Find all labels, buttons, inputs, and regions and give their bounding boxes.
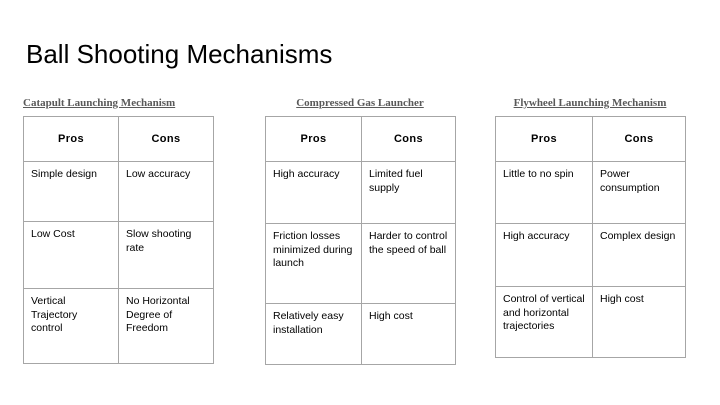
cell-pro: High accuracy — [495, 223, 593, 288]
cell-con: Harder to control the speed of ball — [361, 223, 456, 305]
cell-con: High cost — [592, 286, 686, 359]
table-row: Low Cost Slow shooting rate — [23, 221, 214, 290]
column-header-cons: Cons — [592, 116, 686, 163]
table-header-row: Pros Cons — [23, 116, 214, 163]
cell-con: Power consumption — [592, 161, 686, 225]
cell-con: Limited fuel supply — [361, 161, 456, 225]
cell-pro: Friction losses minimized during launch — [265, 223, 362, 305]
table-header-row: Pros Cons — [495, 116, 686, 163]
cell-pro: Little to no spin — [495, 161, 593, 225]
section-heading-flywheel: Flywheel Launching Mechanism — [513, 97, 667, 109]
section-flywheel: Flywheel Launching Mechanism Pros Cons L… — [495, 97, 686, 359]
cell-con: High cost — [361, 303, 456, 366]
table-header-row: Pros Cons — [265, 116, 456, 163]
cell-pro: Control of vertical and horizontal traje… — [495, 286, 593, 359]
table-row: Relatively easy installation High cost — [265, 303, 456, 366]
table-row: High accuracy Limited fuel supply — [265, 161, 456, 225]
cell-pro: Low Cost — [23, 221, 119, 290]
table-row: Vertical Trajectory control No Horizonta… — [23, 288, 214, 365]
cell-con: Complex design — [592, 223, 686, 288]
cell-con: No Horizontal Degree of Freedom — [118, 288, 214, 365]
cell-pro: Vertical Trajectory control — [23, 288, 119, 365]
column-header-pros: Pros — [495, 116, 593, 163]
section-compressed-gas: Compressed Gas Launcher Pros Cons High a… — [265, 97, 456, 366]
column-header-pros: Pros — [23, 116, 119, 163]
section-catapult: Catapult Launching Mechanism Pros Cons S… — [23, 97, 214, 365]
table-row: Simple design Low accuracy — [23, 161, 214, 223]
table-row: Little to no spin Power consumption — [495, 161, 686, 225]
cell-pro: High accuracy — [265, 161, 362, 225]
section-heading-compressed-gas: Compressed Gas Launcher — [296, 97, 424, 109]
cell-con: Slow shooting rate — [118, 221, 214, 290]
table-row: Control of vertical and horizontal traje… — [495, 286, 686, 359]
table-row: High accuracy Complex design — [495, 223, 686, 288]
table-compressed-gas: Pros Cons High accuracy Limited fuel sup… — [265, 116, 456, 366]
column-header-cons: Cons — [118, 116, 214, 163]
column-header-pros: Pros — [265, 116, 362, 163]
column-header-cons: Cons — [361, 116, 456, 163]
cell-con: Low accuracy — [118, 161, 214, 223]
table-row: Friction losses minimized during launch … — [265, 223, 456, 305]
table-catapult: Pros Cons Simple design Low accuracy Low… — [23, 116, 214, 365]
section-heading-catapult: Catapult Launching Mechanism — [23, 97, 176, 109]
table-flywheel: Pros Cons Little to no spin Power consum… — [495, 116, 686, 359]
cell-pro: Simple design — [23, 161, 119, 223]
cell-pro: Relatively easy installation — [265, 303, 362, 366]
page-title: Ball Shooting Mechanisms — [26, 39, 333, 69]
